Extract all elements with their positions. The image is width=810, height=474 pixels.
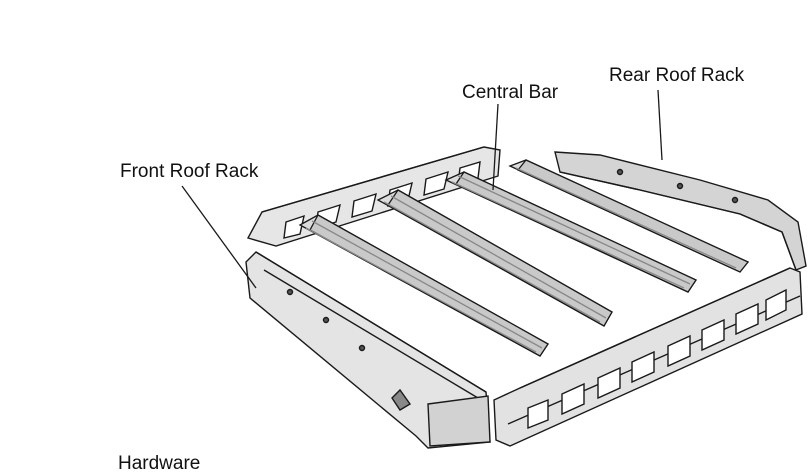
crossbar-4: [508, 159, 750, 273]
front-roof-rack: [245, 251, 491, 449]
leader-lines: [181, 89, 663, 289]
front-roof-rack-leader: [181, 185, 257, 289]
central-bar-leader: [492, 103, 499, 191]
crossbar-2: [376, 189, 613, 327]
rear-roof-rack-label: Rear Roof Rack: [609, 65, 745, 86]
central-bar-label: Central Bar: [462, 82, 559, 103]
right-side-rail: [493, 267, 803, 447]
front-roof-rack-label: Front Roof Rack: [120, 161, 259, 182]
rear-roof-rack-leader: [657, 89, 663, 161]
crossbar-1: [298, 214, 549, 357]
rear-roof-rack: [554, 151, 807, 271]
crossbars: [298, 159, 750, 357]
roof-rack-diagram: [181, 89, 807, 449]
crossbar-3: [444, 171, 697, 293]
